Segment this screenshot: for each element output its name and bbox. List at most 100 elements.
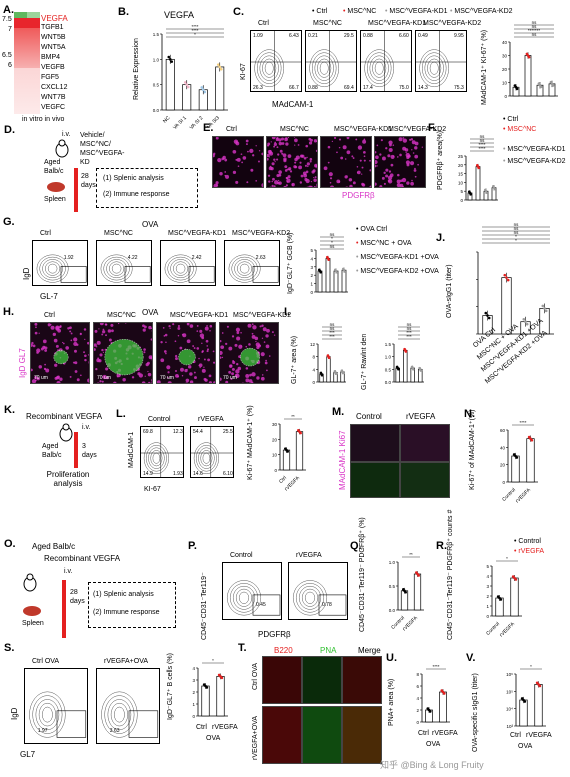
stain-signal (231, 367, 235, 371)
stain-signal (219, 172, 223, 176)
stain-signal (417, 163, 419, 166)
micro-title: MSC^VEGFA-KD1 (170, 312, 229, 319)
significance-label: **** (478, 142, 485, 147)
panel-label-h: H. (3, 306, 14, 318)
density-contour (173, 261, 189, 276)
density-contour (301, 588, 319, 607)
k-route: i.v. (82, 424, 91, 431)
y-tick-label: 2 (310, 273, 313, 278)
stain-signal (248, 379, 253, 383)
stain-signal (327, 161, 330, 164)
chart-f-ylabel: PDGFRβ⁺ area(%) (437, 130, 444, 190)
gate-value: 75.3 (454, 85, 464, 91)
density-contour (419, 49, 450, 88)
stain-signal (225, 174, 230, 179)
stain-signal (96, 382, 100, 383)
y-tick-label: 4 (312, 367, 315, 372)
stain-signal (265, 344, 270, 349)
stain-signal (255, 145, 257, 147)
facs-title: rVEGFA+OVA (104, 658, 149, 665)
stain-signal (147, 372, 152, 377)
stain-signal (281, 152, 284, 155)
stain-signal (196, 347, 200, 350)
data-point (216, 63, 220, 66)
stain-signal (251, 382, 254, 383)
stain-signal (163, 334, 166, 337)
s-x0: Ctrl (196, 724, 207, 731)
stain-signal (258, 150, 261, 152)
stain-signal (369, 159, 371, 162)
stain-signal (43, 346, 46, 348)
stain-signal (286, 178, 291, 183)
significance-label: * (530, 664, 532, 669)
density-contour (32, 695, 63, 734)
stain-signal (84, 338, 86, 341)
facs-title: MSC^VEGFA-KD2 (232, 230, 291, 237)
y-tick-label: 30 (502, 54, 508, 59)
y-tick-label: 4 (486, 574, 489, 579)
significance-label: **** (519, 420, 526, 425)
stain-signal (203, 366, 205, 368)
stain-signal (164, 333, 168, 337)
stain-signal (186, 323, 190, 326)
stain-signal (221, 332, 224, 334)
data-point (334, 372, 338, 375)
density-contour (319, 61, 329, 75)
stain-signal (356, 166, 359, 168)
stain-signal (96, 346, 98, 348)
stain-signal (198, 363, 203, 368)
stain-signal (177, 334, 180, 337)
bar (526, 438, 535, 483)
gate-box (56, 710, 87, 738)
stain-signal (396, 156, 399, 158)
stain-signal (206, 345, 209, 347)
density-contour (106, 259, 127, 279)
density-contour (232, 585, 256, 610)
facs-plot: 0.78 (288, 562, 348, 620)
significance-label: ns (514, 230, 520, 235)
stain-signal (251, 323, 254, 326)
stain-signal (405, 151, 407, 154)
stain-signal (273, 142, 277, 146)
gate-box (124, 265, 151, 283)
bar (201, 685, 210, 717)
stain-signal (278, 173, 282, 177)
y-tick-label: 0 (486, 614, 489, 619)
stain-signal (175, 357, 178, 361)
stain-signal (181, 333, 184, 336)
stain-signal (255, 340, 257, 343)
stain-signal (246, 181, 249, 184)
data-point (486, 314, 489, 317)
stain-signal (309, 160, 312, 163)
stain-signal (356, 170, 361, 175)
stain-signal (104, 348, 107, 351)
stain-signal (316, 183, 317, 187)
stain-signal (163, 350, 167, 353)
facs-s-xaxis: GL7 (20, 750, 36, 759)
stain-signal (74, 349, 77, 353)
stain-signal (72, 361, 76, 364)
stain-signal (260, 352, 265, 357)
stain-signal (193, 347, 196, 349)
bar (511, 455, 520, 483)
gate-value: 6.10 (223, 471, 233, 477)
stain-signal (276, 158, 279, 161)
facs-plot: 2.42 (160, 240, 216, 286)
y-tick-label: 12 (310, 342, 316, 347)
bar (341, 269, 347, 293)
stain-signal (94, 329, 98, 333)
stain-signal (306, 186, 309, 187)
v-x1: rVEGFA (526, 732, 552, 739)
stain-signal (228, 370, 232, 374)
stain-signal (250, 168, 254, 172)
y-tick-label: 1 (486, 604, 489, 609)
stain-signal (278, 170, 282, 174)
stain-signal (241, 382, 245, 383)
stain-signal (206, 350, 209, 353)
data-point (327, 258, 331, 261)
stain-signal (270, 166, 274, 171)
stain-signal (267, 153, 270, 158)
data-point (412, 367, 415, 371)
